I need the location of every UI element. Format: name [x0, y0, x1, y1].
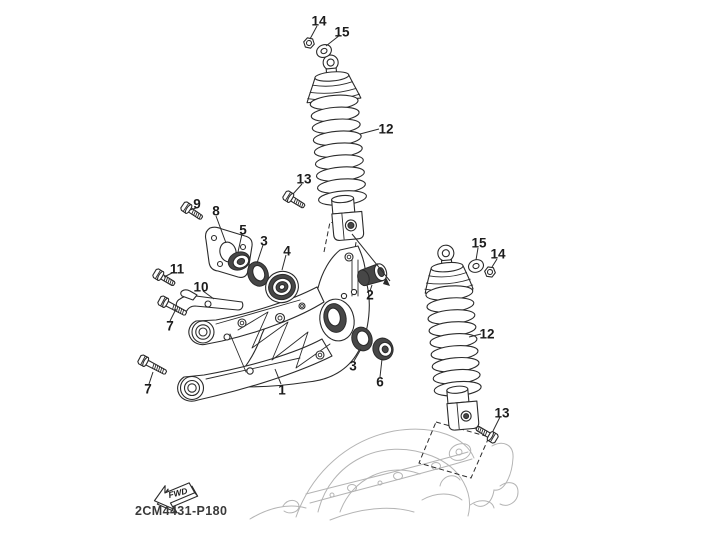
callout-pivot-bolt-upper: 7 [166, 318, 174, 334]
callout-cover-bolt: 9 [193, 196, 201, 212]
callout-right-shock-absorber: 12 [479, 326, 495, 342]
cable-bracket-drawing [175, 289, 244, 313]
callout-right-shock-bolt: 13 [494, 405, 510, 421]
shock-absorber-left-drawing [306, 54, 367, 241]
bearing-drawing [265, 270, 299, 304]
pivot-bushing-drawing [357, 263, 388, 287]
shock-absorber-right-drawing [424, 244, 482, 431]
collar-upper-drawing [227, 251, 251, 271]
nut-14-right-drawing [483, 266, 497, 278]
nut-14-top-drawing [302, 36, 316, 50]
callout-oil-seal-upper: 3 [260, 233, 268, 249]
callout-top-washer: 15 [334, 24, 350, 40]
callout-pivot-bushing: 2 [366, 287, 374, 303]
callout-oil-seal-lower: 3 [349, 358, 357, 374]
callout-cable-bracket: 10 [193, 279, 209, 295]
ghost-frame-drawing [249, 428, 519, 521]
fwd-arrow: FWD [153, 482, 199, 514]
collar-lower-drawing [372, 337, 394, 361]
callout-cover-plate: 8 [212, 203, 220, 219]
washer-15-right-drawing [466, 257, 486, 275]
bolt-9-drawing [179, 200, 206, 223]
callout-left-shock-bolt: 13 [296, 171, 312, 187]
callout-left-shock-absorber: 12 [378, 121, 394, 137]
rear-arm-drawing [177, 245, 370, 402]
callout-top-nut: 14 [311, 13, 327, 29]
callout-pinch-bolt: 11 [169, 261, 185, 277]
leader-lines [148, 25, 501, 432]
callout-right-washer: 15 [471, 235, 487, 251]
oil-seal-upper-drawing [247, 261, 269, 287]
fwd-arrow-label: FWD [167, 486, 188, 500]
bushing-locator-line [351, 233, 391, 286]
drawing-code-label: 2CM4431-P180 [135, 504, 228, 518]
callout-collar-lower: 6 [376, 374, 384, 390]
mounting-reference-dashes [323, 221, 490, 479]
callout-right-nut: 14 [490, 246, 506, 262]
callout-bearing: 4 [283, 243, 291, 259]
callout-collar-upper: 5 [239, 222, 247, 238]
oil-seal-lower-drawing [351, 326, 373, 352]
callout-pivot-bolt-lower: 7 [144, 381, 152, 397]
callout-rear-arm: 1 [278, 382, 286, 398]
